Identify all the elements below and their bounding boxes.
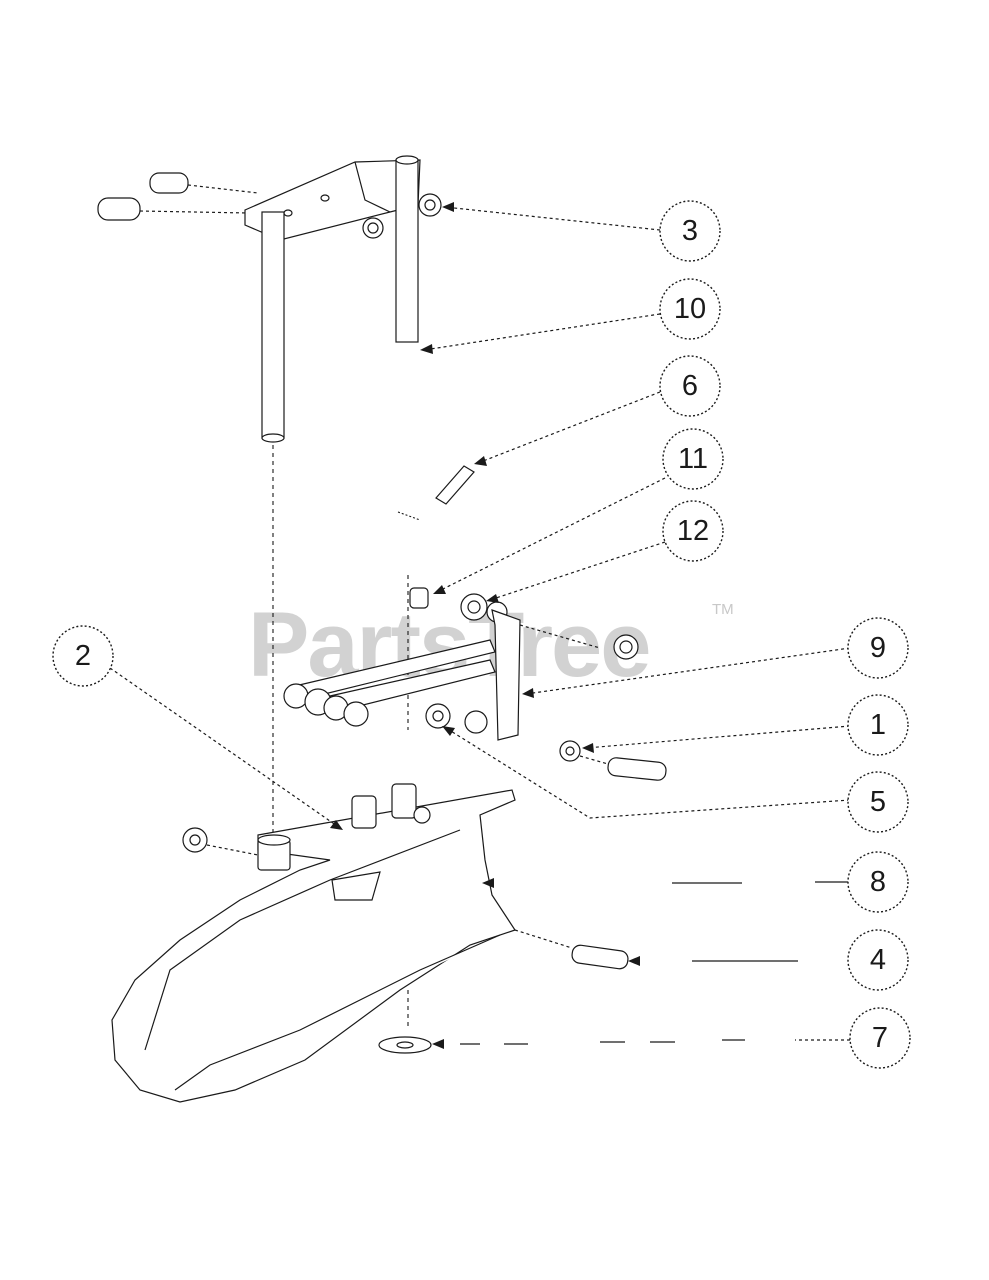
spring-pin <box>397 465 475 521</box>
handle-bracket <box>97 159 442 241</box>
callout-2: 2 <box>52 625 114 687</box>
leader-lines <box>109 202 851 1049</box>
callout-9: 9 <box>847 617 909 679</box>
callout-4: 4 <box>847 929 909 991</box>
callout-12: 12 <box>662 500 724 562</box>
vertical-rod-left <box>261 211 285 840</box>
callout-label: 2 <box>75 640 91 672</box>
callout-label: 7 <box>872 1022 888 1054</box>
watermark-trademark: TM <box>712 601 734 618</box>
vertical-pin <box>395 155 419 343</box>
callout-label: 4 <box>870 944 886 976</box>
callout-label: 6 <box>682 370 698 402</box>
callout-5: 5 <box>847 771 909 833</box>
callout-label: 3 <box>682 215 698 247</box>
callout-label: 9 <box>870 632 886 664</box>
callout-11: 11 <box>662 428 724 490</box>
callout-6: 6 <box>659 355 721 417</box>
callout-1: 1 <box>847 694 909 756</box>
callout-3: 3 <box>659 200 721 262</box>
callout-label: 10 <box>674 293 706 325</box>
callout-label: 5 <box>870 786 886 818</box>
callout-label: 12 <box>677 515 709 547</box>
callout-label: 8 <box>870 866 886 898</box>
callout-label: 1 <box>870 709 886 741</box>
deflector-blade <box>111 783 629 1103</box>
callout-10: 10 <box>659 278 721 340</box>
callout-7: 7 <box>849 1007 911 1069</box>
linkage-assembly <box>283 575 667 781</box>
callout-8: 8 <box>847 851 909 913</box>
callout-label: 11 <box>678 443 708 475</box>
